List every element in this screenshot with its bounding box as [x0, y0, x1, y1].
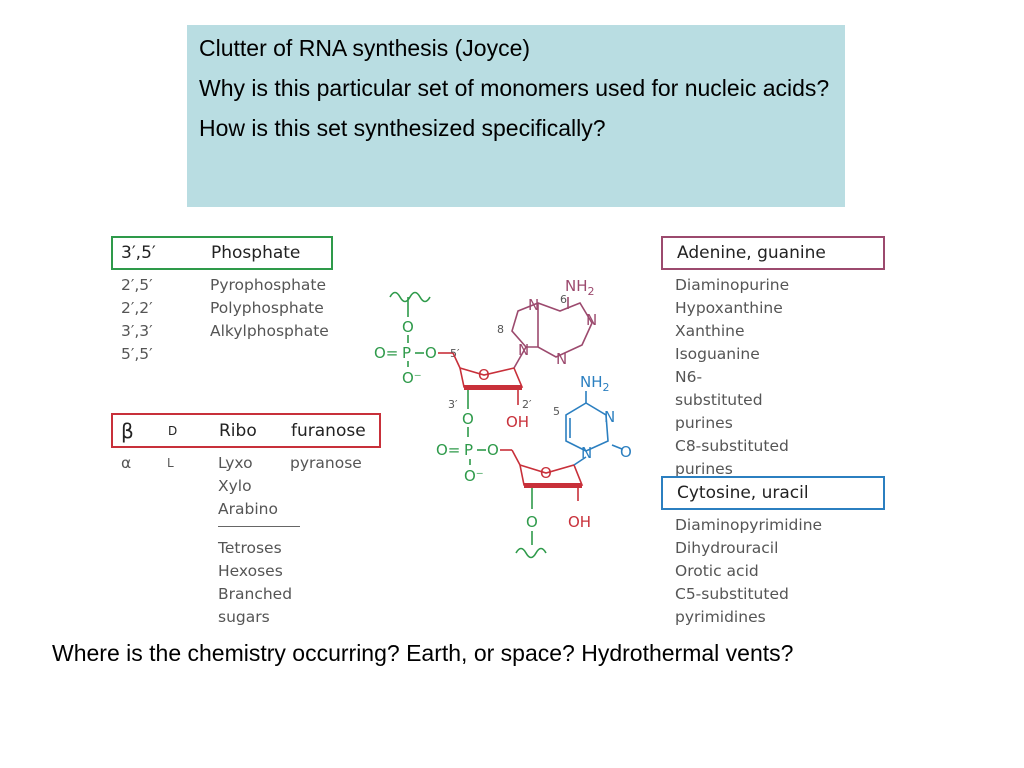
list-item: Isoguanine: [675, 345, 760, 363]
phosphate-name-list: Pyrophosphate Polyphosphate Alkylphospha…: [210, 274, 329, 343]
bond: [611, 444, 623, 450]
amino-group-purine: NH2: [565, 277, 595, 298]
atom-n: N: [518, 341, 529, 359]
list-item: Xanthine: [675, 322, 745, 340]
furanose-ring-1: [458, 366, 524, 388]
list-item: Xylo: [218, 477, 252, 495]
phosphate-linkage-list: 2′,5′ 2′,2′ 3′,3′ 5′,5′: [121, 274, 153, 366]
list-item: Diaminopyrimidine: [675, 516, 823, 534]
purine-list: Diaminopurine Hypoxanthine Xanthine Isog…: [675, 274, 789, 481]
list-item: Alkylphosphate: [210, 322, 329, 340]
label-2-prime: 2′: [522, 398, 532, 411]
label-5-prime: 5′: [450, 347, 460, 360]
phosphate-header-linkage: 3′,5′: [121, 243, 156, 263]
nh: NH: [565, 277, 588, 295]
phosphate-header-label: Phosphate: [211, 243, 301, 263]
atom-n: N: [528, 296, 539, 314]
bond: [511, 449, 521, 466]
atom-n: N: [586, 311, 597, 329]
sugar-header-config: D: [168, 423, 178, 438]
atom-o: O: [526, 513, 538, 531]
hydroxyl-group: OH: [568, 513, 591, 531]
list-item: Arabino: [218, 500, 278, 518]
atom-o-minus: O⁻: [464, 467, 484, 485]
list-item: N6-substituted purines: [675, 368, 763, 432]
sugar-header: β D Ribo furanose: [111, 413, 381, 448]
furanose-ring-1-front: [464, 385, 522, 390]
atom-o-double: O=: [436, 441, 460, 459]
callout-line-1: Clutter of RNA synthesis (Joyce): [199, 35, 531, 61]
pyrimidine-list: Diaminopyrimidine Dihydrouracil Orotic a…: [675, 514, 822, 629]
atom-o: O: [462, 410, 474, 428]
phosphate-header: 3′,5′ Phosphate: [111, 236, 333, 270]
label-3-prime: 3′: [448, 398, 458, 411]
sugar-alt-config: L: [167, 456, 174, 470]
dinucleotide-structure: O O= P O O⁻ 5′ O 3′ 2′ OH N N N N 8 6 NH…: [374, 277, 632, 559]
atom-o: O: [620, 443, 632, 461]
hydroxyl-group: OH: [506, 413, 529, 431]
list-item: 2′,5′: [121, 276, 153, 294]
wavy-chain-bottom: [515, 547, 547, 559]
list-item: Hypoxanthine: [675, 299, 783, 317]
subscript-2: 2: [588, 285, 595, 298]
purine-ring: [511, 302, 593, 358]
sugar-alt-ring: pyranose: [290, 454, 362, 472]
sugar-header-anomer: β: [121, 418, 134, 443]
pyrimidine-header-label: Cytosine, uracil: [677, 483, 809, 503]
wavy-chain-top: [389, 291, 431, 303]
atom-o: O: [487, 441, 499, 459]
atom-o: O: [478, 366, 490, 384]
nh: NH: [580, 373, 603, 391]
glycosidic-bond: [513, 346, 527, 369]
list-item: Polyphosphate: [210, 299, 324, 317]
list-item: 2′,2′: [121, 299, 153, 317]
atom-o: O: [402, 318, 414, 336]
purine-header-label: Adenine, guanine: [677, 243, 826, 263]
subscript-2: 2: [603, 381, 610, 394]
sugar-more-list: Tetroses Hexoses Branched sugars: [218, 537, 292, 629]
label-6: 6: [560, 293, 567, 306]
list-item: C5-substituted pyrimidines: [675, 585, 789, 626]
list-item: Pyrophosphate: [210, 276, 327, 294]
list-item: 3′,3′: [121, 322, 153, 340]
atom-o-minus: O⁻: [402, 369, 422, 387]
glycosidic-bond: [573, 456, 587, 466]
atom-o-double: O=: [374, 344, 398, 362]
list-item: Tetroses: [218, 539, 282, 557]
atom-p: P: [464, 441, 473, 459]
bottom-question: Where is the chemistry occurring? Earth,…: [52, 640, 794, 666]
atom-o: O: [425, 344, 437, 362]
atom-n: N: [556, 350, 567, 368]
furanose-ring-2-front: [524, 483, 582, 488]
furanose-ring-2: [518, 463, 584, 486]
label-5: 5: [553, 405, 560, 418]
sugar-other-list: Xylo Arabino: [218, 475, 278, 521]
atom-n: N: [581, 444, 592, 462]
sugar-header-sugar: Ribo: [219, 420, 257, 441]
callout-line-2: Why is this particular set of monomers u…: [199, 75, 830, 101]
purine-header: Adenine, guanine: [661, 236, 885, 270]
list-item: Orotic acid: [675, 562, 759, 580]
sugar-header-ring: furanose: [291, 420, 366, 441]
list-item: Branched sugars: [218, 585, 293, 626]
sugar-alt-anomer: α: [121, 454, 132, 472]
atom-n: N: [604, 408, 615, 426]
atom-o: O: [540, 464, 552, 482]
list-item: Diaminopurine: [675, 276, 790, 294]
list-item: Hexoses: [218, 562, 283, 580]
callout-line-3: How is this set synthesized specifically…: [199, 115, 606, 141]
bond: [452, 352, 461, 369]
atom-p: P: [402, 344, 411, 362]
pyrimidine-header: Cytosine, uracil: [661, 476, 885, 510]
list-item: C8-substituted purines: [675, 437, 789, 478]
sugar-divider: [218, 526, 300, 527]
list-item: 5′,5′: [121, 345, 153, 363]
sugar-alt-sugar: Lyxo: [218, 454, 253, 472]
question-callout: Clutter of RNA synthesis (Joyce) Why is …: [187, 25, 845, 207]
list-item: Dihydrouracil: [675, 539, 779, 557]
amino-group-pyrimidine: NH2: [580, 373, 610, 394]
label-8: 8: [497, 323, 504, 336]
